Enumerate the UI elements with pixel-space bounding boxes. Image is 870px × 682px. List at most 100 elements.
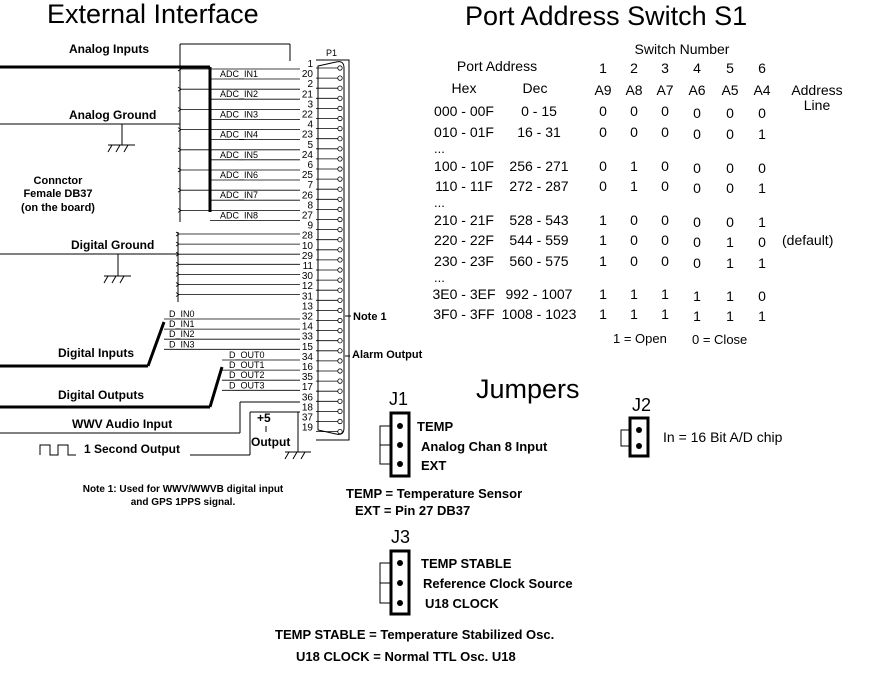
pin-number-20: 20 [302,69,314,80]
dout-label-1: D_OUT1 [229,360,265,370]
pin-contact-9 [337,227,343,233]
row-hex-1: 010 - 01F [434,124,494,140]
output-ground-symbol [284,451,311,460]
jumpers-title: Jumpers [476,374,580,404]
row-dec-3: 256 - 271 [509,158,568,174]
analog-inputs-label: Analog Inputs [69,42,149,56]
address-bit-A7: A7 [656,82,673,98]
j1-pin3-label: EXT [421,458,446,473]
j3-definition-temp-stable: TEMP STABLE = Temperature Stabilized Osc… [275,627,554,642]
legend-open: 1 = Open [613,331,667,346]
analog-ground-tap-2 [177,86,182,92]
pin-contact-19 [337,428,343,435]
row-7-bit-4: 1 [726,234,734,250]
j3-pin2-label: Reference Clock Source [423,576,573,591]
address-line-header-1: Address [791,82,842,98]
pin-contact-22 [337,115,343,122]
pin-contact-15 [337,348,343,354]
pin-number-2: 2 [307,79,313,90]
row-3-bit-4: 0 [726,160,734,176]
row-3-bit-5: 0 [758,160,766,176]
pin-number-11: 11 [303,261,314,272]
row-4-bit-2: 0 [661,178,669,194]
j3-shunt-lower [379,582,391,604]
adc-in-label-4: ADC_IN4 [220,130,258,140]
row-7-bit-1: 0 [630,232,638,248]
pin-number-10: 10 [302,241,314,252]
address-bit-A9: A9 [594,82,611,98]
adc-in-label-7: ADC_IN7 [220,190,258,200]
j3-shunt [379,562,391,584]
connector-label-2: Female DB37 [23,188,92,200]
pin-contact-18 [337,408,343,414]
pin-contact-5 [337,146,343,152]
row-hex-7: 220 - 22F [434,232,494,248]
pin-contact-20 [337,75,343,81]
row-dec-8: 560 - 575 [509,253,568,269]
pin-number-31: 31 [302,291,314,302]
table-ellipsis: ... [434,141,445,156]
pin-contact-32 [337,317,343,324]
switch-number-6: 6 [758,60,766,76]
j2-header-block [628,416,650,458]
pin-contact-35 [337,378,343,384]
j1-definition-temp: TEMP = Temperature Sensor [346,486,522,501]
digital-outputs-label: Digital Outputs [58,388,144,402]
pin-number-33: 33 [302,332,314,343]
dout-label-2: D_OUT2 [229,370,265,380]
switch-number-5: 5 [726,60,734,76]
row-7-bit-2: 0 [661,232,669,248]
row-11-bit-5: 1 [758,308,766,324]
analog-ground-tap-7 [177,187,182,193]
row-10-bit-5: 0 [758,288,766,304]
din-label-0: D_IN0 [169,309,195,319]
digital-inputs-label: Digital Inputs [58,346,134,360]
one-second-output-label: 1 Second Output [84,442,180,456]
row-3-bit-1: 1 [630,158,638,174]
pin-contact-13 [337,307,343,313]
row-hex-6: 210 - 21F [434,212,494,228]
dout-label-0: D_OUT0 [229,350,265,360]
row-0-bit-5: 0 [758,105,766,121]
j1-shunt [379,425,391,446]
row-1-bit-4: 0 [726,126,734,142]
pin-number-27: 27 [302,211,314,222]
adc-in-label-8: ADC_IN8 [220,210,258,220]
row-4-bit-5: 1 [758,180,766,196]
pin-number-30: 30 [302,271,314,282]
pin-number-19: 19 [302,423,314,434]
pin-number-13: 13 [302,301,314,312]
j2-pin-1 [636,427,642,433]
adc-in-label-6: ADC_IN6 [220,170,258,180]
pin-contact-2 [337,85,343,91]
analog-ground-symbol [107,144,135,153]
note1-text-line1: Note 1: Used for WWV/WWVB digital input [83,484,284,495]
digital-ground-tap-5 [175,272,180,277]
row-0-bit-2: 0 [661,103,669,119]
row-6-bit-2: 0 [661,212,669,228]
j1-pin-1 [397,423,403,429]
row-0-bit-0: 0 [599,103,607,119]
address-bit-A8: A8 [625,82,642,98]
digital-ground-tap-1 [175,231,180,237]
row-6-bit-1: 0 [630,212,638,228]
j3-label: J3 [391,527,410,547]
row-1-bit-2: 0 [661,124,669,140]
digital-ground-tap-7 [175,292,180,297]
row-0-bit-3: 0 [693,105,701,121]
switch-number-4: 4 [693,60,701,76]
row-6-bit-0: 1 [599,212,607,228]
pin-contact-17 [337,388,343,394]
connector-label-1: Connctor [34,175,84,187]
row-3-bit-2: 0 [661,158,669,174]
pin-number-35: 35 [302,372,314,383]
row-3-bit-0: 0 [599,158,607,174]
wwv-audio-label: WWV Audio Input [72,417,172,431]
row-dec-11: 1008 - 1023 [502,306,577,322]
pin-number-16: 16 [302,362,314,373]
analog-ground-tap-8 [177,208,182,213]
row-6-bit-3: 0 [693,214,701,230]
pin-number-28: 28 [302,231,314,242]
row-dec-1: 16 - 31 [517,124,561,140]
